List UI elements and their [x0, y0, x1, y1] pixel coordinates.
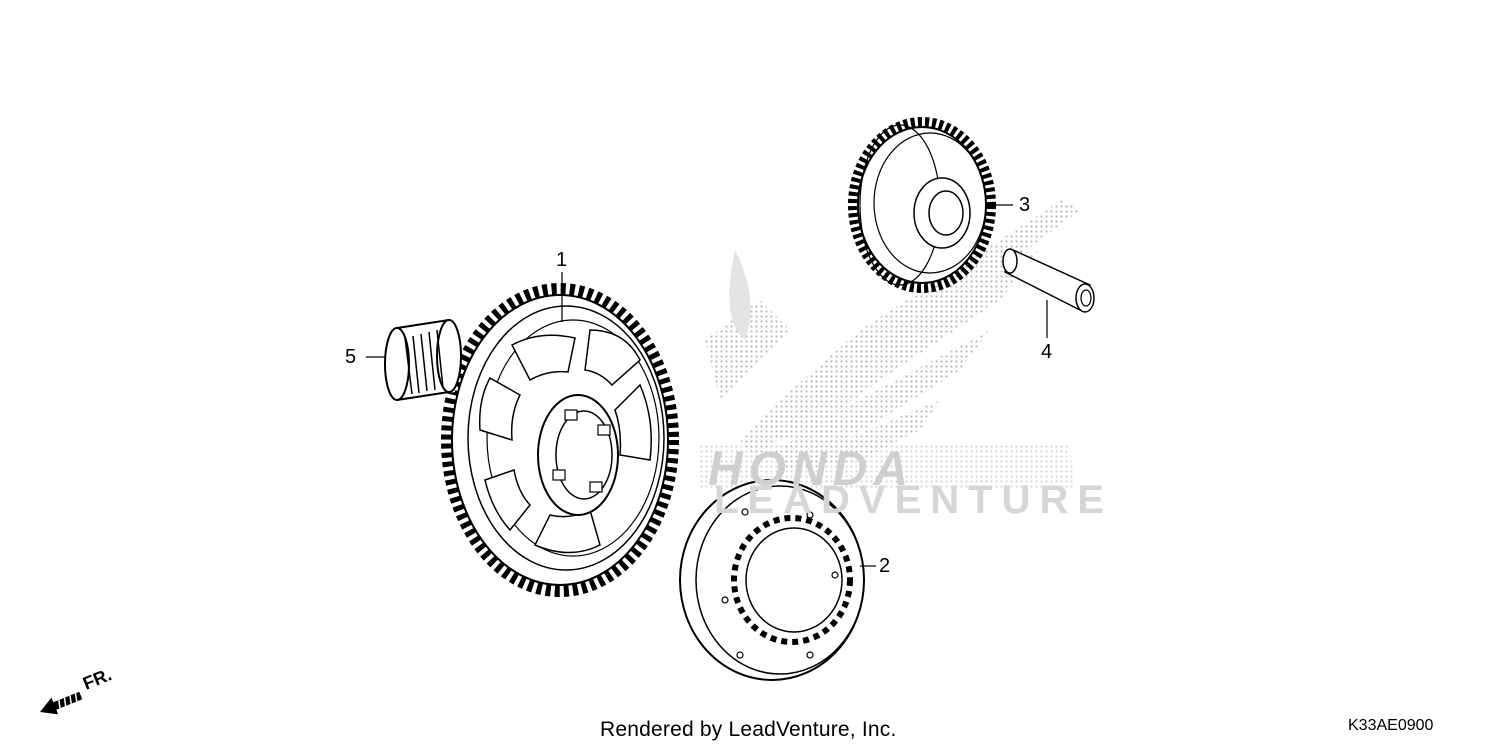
part-4-idle-gear-shaft [1002, 248, 1095, 313]
callout-part-3: 3 [1019, 194, 1031, 216]
front-indicator-label: FR. [80, 664, 114, 693]
callout-part-5: 5 [345, 346, 357, 368]
watermark-brand: HONDA [708, 443, 914, 496]
callout-part-4: 4 [1041, 341, 1053, 363]
diagram-code: K33AE0900 [1348, 717, 1434, 734]
callout-part-1: 1 [556, 249, 568, 271]
part-2-one-way-clutch [679, 479, 865, 681]
front-arrow-icon [40, 691, 83, 715]
leader-lines [366, 204, 1048, 567]
part-1-starter-driven-gear [441, 283, 679, 597]
callout-part-2: 2 [879, 555, 891, 577]
watermark-wordmark: LEADVENTURE [714, 478, 1114, 522]
rendered-by-credit: Rendered by LeadVenture, Inc. [600, 718, 897, 741]
honda-wing-watermark [700, 200, 1080, 490]
part-5-needle-bearing [384, 319, 462, 401]
